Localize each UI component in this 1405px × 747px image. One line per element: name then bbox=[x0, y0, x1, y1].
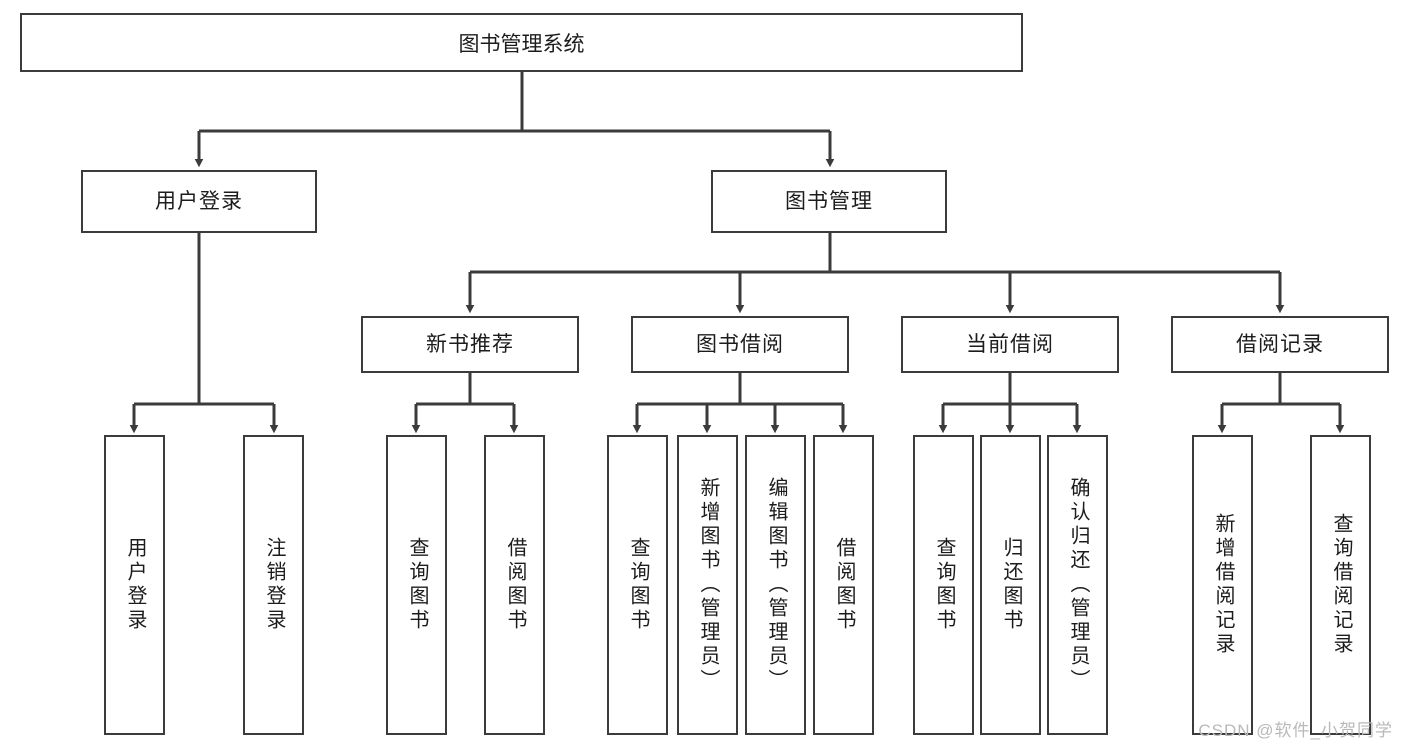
node-label: 新增图书（管理员） bbox=[697, 477, 719, 693]
node-label: 借阅图书 bbox=[833, 537, 855, 633]
node-leaf-user-logout[interactable]: 注销登录 bbox=[243, 435, 304, 735]
node-book-borrow[interactable]: 图书借阅 bbox=[631, 316, 849, 373]
node-leaf-edit-book[interactable]: 编辑图书（管理员） bbox=[745, 435, 806, 735]
node-label: 当前借阅 bbox=[966, 332, 1054, 356]
node-leaf-query-book-2[interactable]: 查询图书 bbox=[607, 435, 668, 735]
node-leaf-borrow-book-2[interactable]: 借阅图书 bbox=[813, 435, 874, 735]
node-leaf-add-record[interactable]: 新增借阅记录 bbox=[1192, 435, 1253, 735]
node-label: 图书管理 bbox=[785, 189, 873, 213]
node-label: 用户登录 bbox=[124, 537, 146, 633]
watermark-text: CSDN @软件_小贺同学 bbox=[1198, 721, 1393, 740]
node-leaf-query-book-3[interactable]: 查询图书 bbox=[913, 435, 974, 735]
node-label: 新书推荐 bbox=[426, 332, 514, 356]
node-label: 图书管理系统 bbox=[458, 32, 585, 56]
node-leaf-return-book[interactable]: 归还图书 bbox=[980, 435, 1041, 735]
node-label: 查询借阅记录 bbox=[1330, 513, 1352, 657]
node-label: 用户登录 bbox=[155, 189, 243, 213]
node-book-management[interactable]: 图书管理 bbox=[711, 170, 947, 233]
node-label: 注销登录 bbox=[263, 537, 285, 633]
node-current-borrow[interactable]: 当前借阅 bbox=[901, 316, 1119, 373]
node-label: 查询图书 bbox=[933, 537, 955, 633]
node-user-login[interactable]: 用户登录 bbox=[81, 170, 317, 233]
node-leaf-query-book-1[interactable]: 查询图书 bbox=[386, 435, 447, 735]
node-leaf-borrow-book-1[interactable]: 借阅图书 bbox=[484, 435, 545, 735]
node-leaf-user-login[interactable]: 用户登录 bbox=[104, 435, 165, 735]
node-label: 借阅图书 bbox=[504, 537, 526, 633]
node-leaf-query-record[interactable]: 查询借阅记录 bbox=[1310, 435, 1371, 735]
node-label: 查询图书 bbox=[627, 537, 649, 633]
node-leaf-add-book[interactable]: 新增图书（管理员） bbox=[677, 435, 738, 735]
node-label: 归还图书 bbox=[1000, 537, 1022, 633]
node-borrow-record[interactable]: 借阅记录 bbox=[1171, 316, 1389, 373]
node-label: 借阅记录 bbox=[1236, 332, 1324, 356]
node-label: 确认归还（管理员） bbox=[1067, 477, 1089, 693]
node-new-book-recommend[interactable]: 新书推荐 bbox=[361, 316, 579, 373]
node-label: 新增借阅记录 bbox=[1212, 513, 1234, 657]
node-root-system[interactable]: 图书管理系统 bbox=[20, 13, 1023, 72]
node-label: 编辑图书（管理员） bbox=[765, 477, 787, 693]
node-label: 图书借阅 bbox=[696, 332, 784, 356]
node-label: 查询图书 bbox=[406, 537, 428, 633]
node-leaf-confirm-return[interactable]: 确认归还（管理员） bbox=[1047, 435, 1108, 735]
